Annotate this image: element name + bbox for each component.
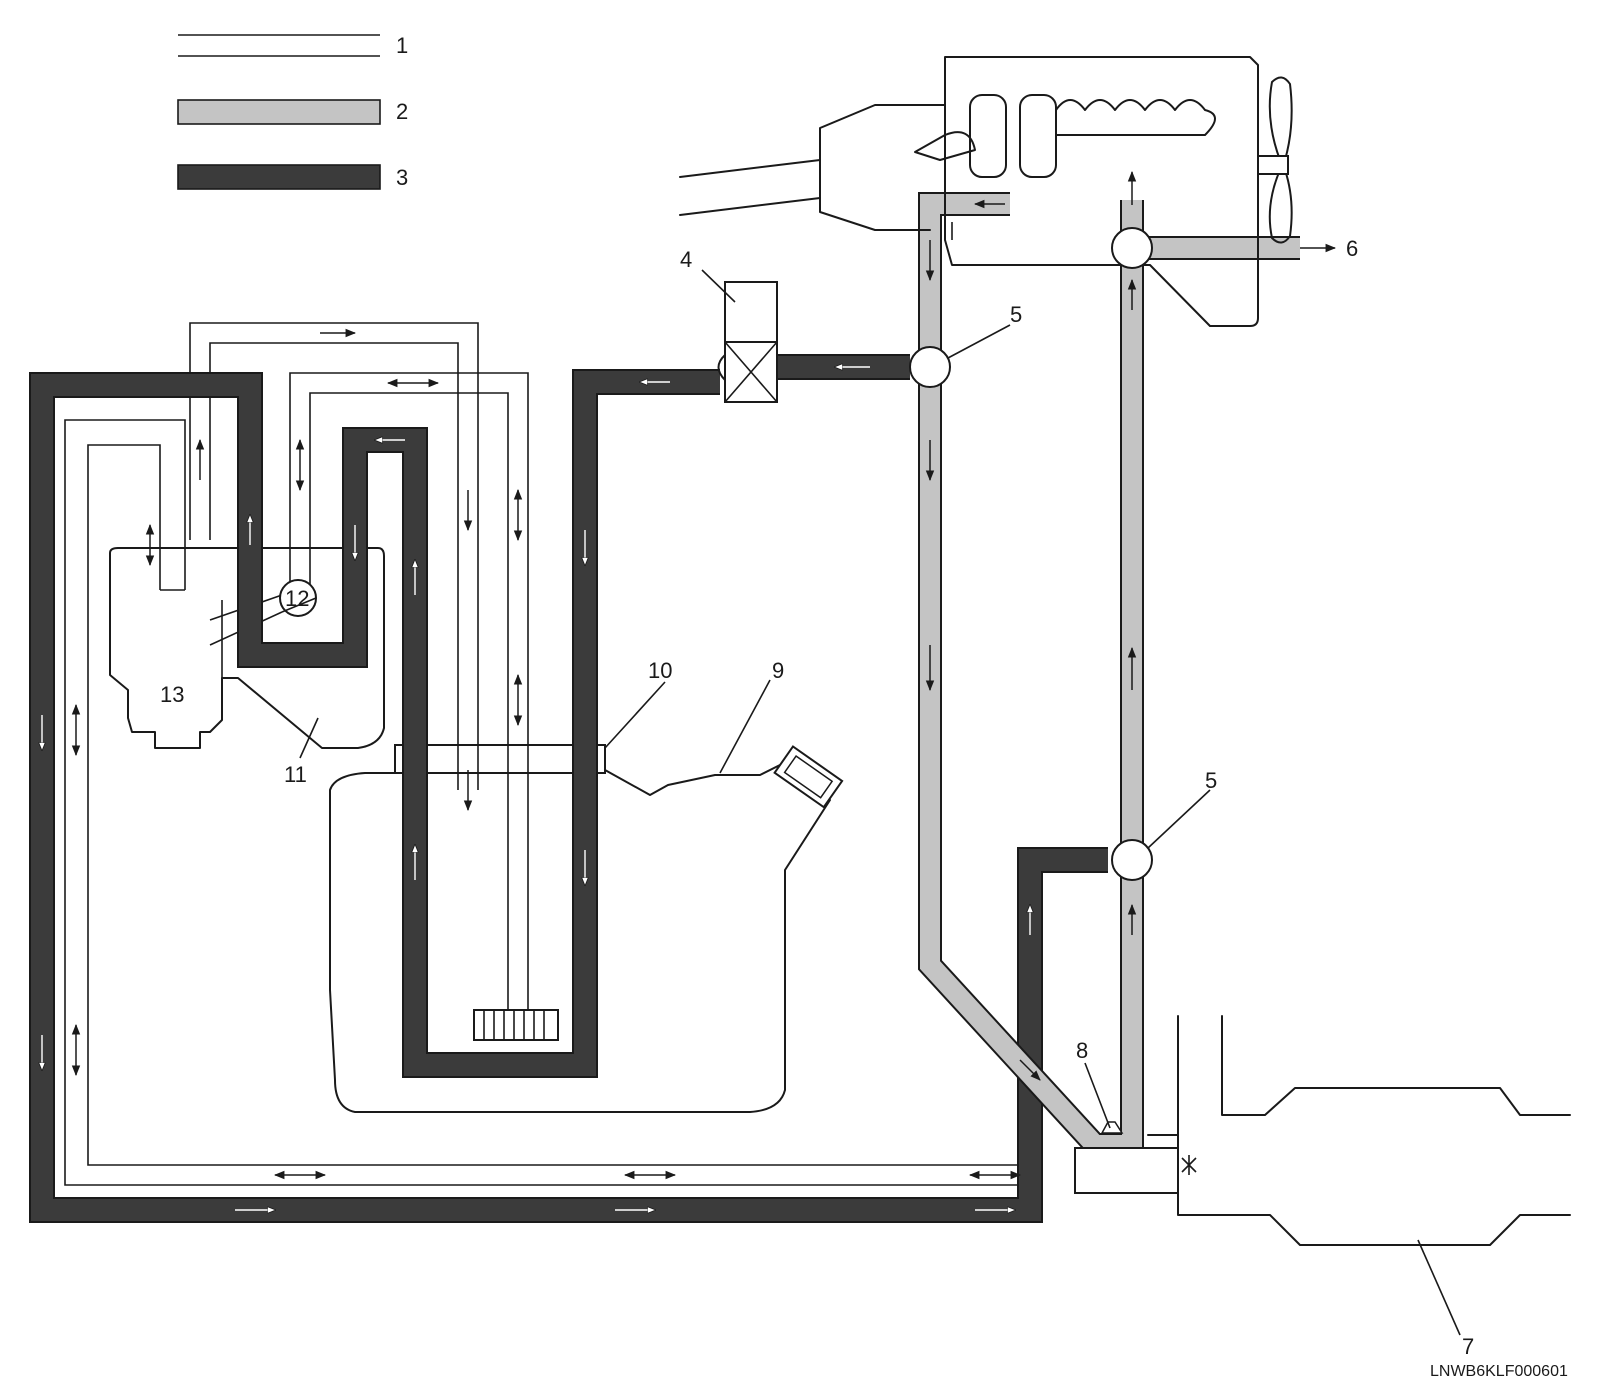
callout-5-upper: 5 bbox=[1010, 302, 1022, 327]
callout-8: 8 bbox=[1076, 1038, 1088, 1063]
legend-item-2: 2 bbox=[177, 99, 408, 125]
legend-label-1: 1 bbox=[396, 33, 408, 58]
sensor-block bbox=[1074, 1121, 1197, 1194]
junction-lower bbox=[1111, 839, 1153, 881]
white-pipes bbox=[64, 322, 1020, 1186]
gray-pipes bbox=[918, 192, 1300, 1157]
filler-cap bbox=[773, 745, 844, 809]
callout-6: 6 bbox=[1346, 236, 1358, 261]
callout-9: 9 bbox=[772, 658, 784, 683]
flow-arrows bbox=[71, 170, 1337, 1180]
callouts: 4 5 5 6 7 8 9 10 11 12 13 bbox=[160, 236, 1474, 1359]
spark-icon bbox=[1181, 1155, 1197, 1175]
callout-10: 10 bbox=[648, 658, 672, 683]
legend: 1 2 3 bbox=[177, 33, 408, 190]
pressure-sensor-icon bbox=[1100, 1121, 1124, 1134]
callout-4: 4 bbox=[680, 247, 692, 272]
callout-7: 7 bbox=[1462, 1334, 1474, 1359]
legend-label-2: 2 bbox=[396, 99, 408, 124]
fan bbox=[1257, 76, 1293, 244]
figure-code: LNWB6KLF000601 bbox=[1430, 1363, 1568, 1380]
callout-12: 12 bbox=[285, 586, 309, 611]
legend-label-3: 3 bbox=[396, 165, 408, 190]
fuel-tank bbox=[329, 744, 844, 1113]
callout-11: 11 bbox=[284, 762, 307, 787]
leader-lines bbox=[281, 269, 1461, 1336]
junction-engine bbox=[1111, 227, 1153, 269]
junction-upper bbox=[909, 346, 951, 388]
legend-item-3: 3 bbox=[177, 164, 408, 190]
callout-13: 13 bbox=[160, 682, 184, 707]
exhaust-pipe bbox=[1177, 1015, 1571, 1246]
dark-pipes bbox=[29, 354, 1108, 1223]
callout-5-lower: 5 bbox=[1205, 768, 1217, 793]
purge-valve bbox=[717, 281, 778, 403]
flow-arrows-dark bbox=[42, 367, 1030, 1210]
pipe-junctions bbox=[279, 227, 1153, 881]
fuel-strainer bbox=[473, 1009, 559, 1041]
legend-item-1: 1 bbox=[178, 33, 408, 58]
engine bbox=[679, 56, 1293, 327]
